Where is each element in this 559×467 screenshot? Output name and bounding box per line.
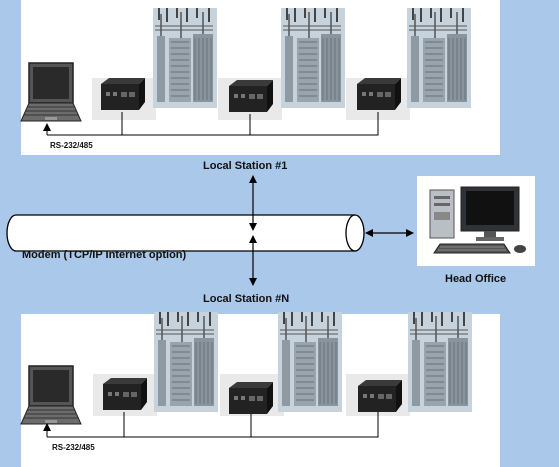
transformer-icon (407, 311, 473, 413)
transformer-icon (406, 7, 472, 109)
desktop-computer-icon (429, 186, 526, 254)
modem-device-icon (229, 382, 273, 414)
transformer-icon (152, 7, 218, 109)
rs-label-bottom: RS-232/485 (52, 443, 95, 452)
laptop-icon (20, 365, 82, 425)
station-bus (47, 412, 379, 438)
local-station-1-label: Local Station #1 (203, 160, 288, 172)
modem-device-icon (101, 78, 145, 110)
modem-device-icon (358, 380, 402, 412)
station-bus (121, 112, 379, 136)
modem-device-icon (103, 378, 147, 410)
transformer-icon (153, 311, 219, 413)
modem-label: Modem (TCP/IP Internet option) (22, 249, 187, 261)
modem-device-icon (357, 78, 401, 110)
laptop-icon (20, 62, 82, 122)
transformer-icon (280, 7, 346, 109)
transformer-icon (277, 311, 343, 413)
head-office-label: Head Office (445, 273, 507, 285)
backbone-pipe (6, 214, 365, 252)
rs-label-top: RS-232/485 (50, 141, 93, 150)
modem-device-icon (229, 80, 273, 112)
local-station-n-label: Local Station #N (203, 293, 290, 305)
